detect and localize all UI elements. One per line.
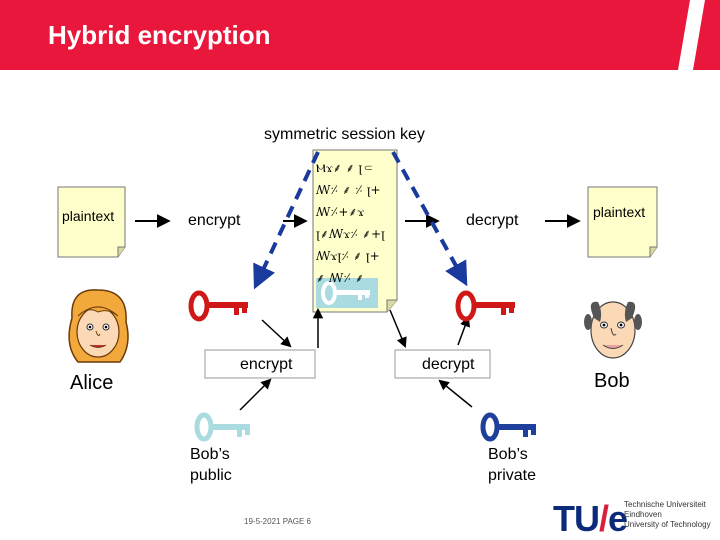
slide-title: Hybrid encryption <box>48 20 271 50</box>
session-key-icon-ciphertext <box>321 281 370 305</box>
decrypt-label-bottom: decrypt <box>422 356 475 373</box>
plaintext-label-left: plaintext <box>62 208 115 224</box>
logo-caption: Technische Universiteit Eindhoven Univer… <box>624 500 711 530</box>
logo-line: University of Technology <box>624 520 711 529</box>
footer-date-page: 19-5-2021 PAGE 6 <box>244 517 312 526</box>
decrypt-box-bottom <box>394 349 491 379</box>
encrypt-label-top: encrypt <box>188 212 241 229</box>
logo-text-tu: TU <box>553 498 600 539</box>
logo-line: Eindhoven <box>624 510 662 519</box>
arrow-decrypt-to-red-key <box>457 316 471 346</box>
ciphertext-line: ꟿ⸓ ⸙ ⸓ ꞁ+ <box>316 183 381 197</box>
session-key-arrow-left <box>253 151 320 290</box>
session-key-icon-right <box>455 290 515 322</box>
plaintext-note-right <box>587 186 658 258</box>
arrow-ciphertext-key-to-decrypt <box>389 309 407 348</box>
alice-avatar <box>68 289 129 363</box>
bob-label: Bob <box>594 370 630 392</box>
alice-label: Alice <box>70 372 114 394</box>
tue-logo: TU/e <box>553 498 628 540</box>
plaintext-label-right: plaintext <box>593 204 646 220</box>
arrow-public-key-to-encrypt <box>239 378 272 411</box>
encrypt-box-bottom <box>204 349 316 379</box>
private-key-icon <box>480 412 536 442</box>
header-bar: Hybrid encryption <box>0 0 720 70</box>
encrypt-label-bottom: encrypt <box>240 356 293 373</box>
session-key-arrow-right <box>391 151 468 287</box>
session-key-icon-left <box>188 290 248 322</box>
session-key-label: symmetric session key <box>264 126 425 143</box>
logo-text-slash: / <box>599 498 609 539</box>
plaintext-note-left <box>57 186 126 258</box>
decrypt-label-top: decrypt <box>466 212 519 229</box>
bob-avatar <box>584 301 642 359</box>
ciphertext-line: Ⲙϫ⸙ ⸙ ꞁ⸦ <box>316 161 375 175</box>
bob-public-label: Bob’s public <box>190 446 232 484</box>
ciphertext-text: Ⲙϫ⸙ ⸙ ꞁ⸦ ꟿ⸓ ⸙ ⸓ ꞁ+ ꟿ⸓+⸙ϫ ꞁ⸙ꟿϫ⸓ ⸙+ꞁ ꟿϫꞁ⸓ … <box>316 157 385 289</box>
ciphertext-line: ꞁ⸙ꟿϫ⸓ ⸙+ꞁ <box>316 227 385 241</box>
logo-line: Technische Universiteit <box>624 500 706 509</box>
ciphertext-line: ꟿϫꞁ⸓ ⸙ ꞁ+ <box>316 249 380 263</box>
arrow-private-key-to-decrypt <box>438 379 473 408</box>
header-background <box>0 0 720 70</box>
arrow-red-key-to-encrypt <box>261 319 292 348</box>
ciphertext-line: ⸙ ꟿ⸓ ⸙ <box>316 271 364 285</box>
bob-private-label: Bob’s private <box>488 446 537 484</box>
logo-text-e: e <box>608 498 628 539</box>
public-key-icon <box>194 412 250 442</box>
ciphertext-line: ꟿ⸓+⸙ϫ <box>316 205 365 219</box>
